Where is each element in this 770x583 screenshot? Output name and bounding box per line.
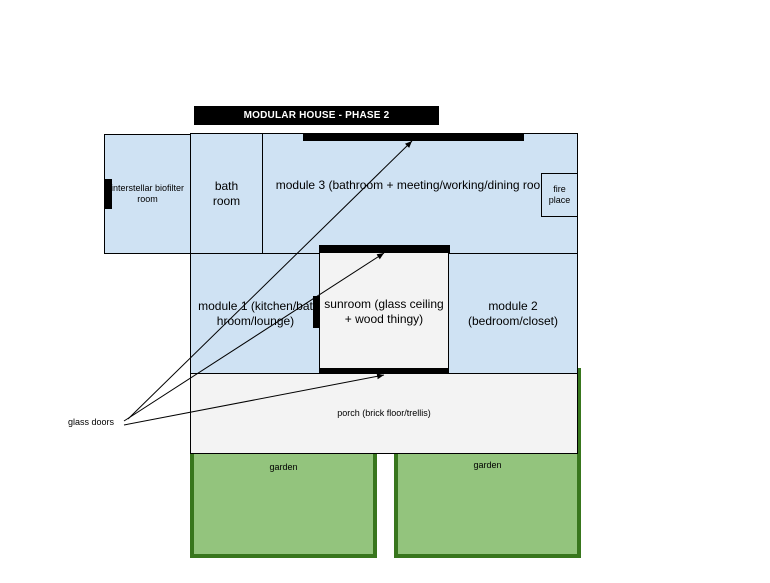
wall-sunroom-left [313,296,319,328]
wall-module3-top [303,133,524,141]
wall-biofilter-door [105,179,112,209]
porch: porch (brick floor/trellis) [190,373,578,454]
garden-left-label: garden [269,462,298,472]
module-3: module 3 (bathroom + meeting/working/din… [262,133,578,254]
porch-label: porch (brick floor/trellis) [337,407,431,418]
wall-sunroom-bottom [319,368,448,374]
sunroom-label: sunroom (glass ceiling + wood thingy) [324,297,444,326]
glass-doors-label: glass doors [68,417,115,427]
bath-room: bath room [190,133,263,254]
fireplace: fire place [541,173,578,217]
biofilter-room-label: interstellar biofilter room [110,182,185,204]
fireplace-label: fire place [548,183,571,205]
module-2: module 2 (bedroom/closet) [448,253,578,374]
arrow-to-sunroom-bottom [123,373,385,426]
arrow-to-sunroom-top [123,252,385,422]
module-3-label: module 3 (bathroom + meeting/working/din… [275,178,555,192]
arrow-to-module3-door [127,140,413,420]
module-2-label: module 2 (bedroom/closet) [467,298,559,328]
diagram-title: MODULAR HOUSE - PHASE 2 [194,106,439,125]
wall-sunroom-top [319,245,450,253]
sunroom: sunroom (glass ceiling + wood thingy) [319,251,449,373]
garden-right-label: garden [473,460,502,470]
biofilter-room: interstellar biofilter room [104,134,191,254]
bath-room-label: bath room [212,178,241,208]
